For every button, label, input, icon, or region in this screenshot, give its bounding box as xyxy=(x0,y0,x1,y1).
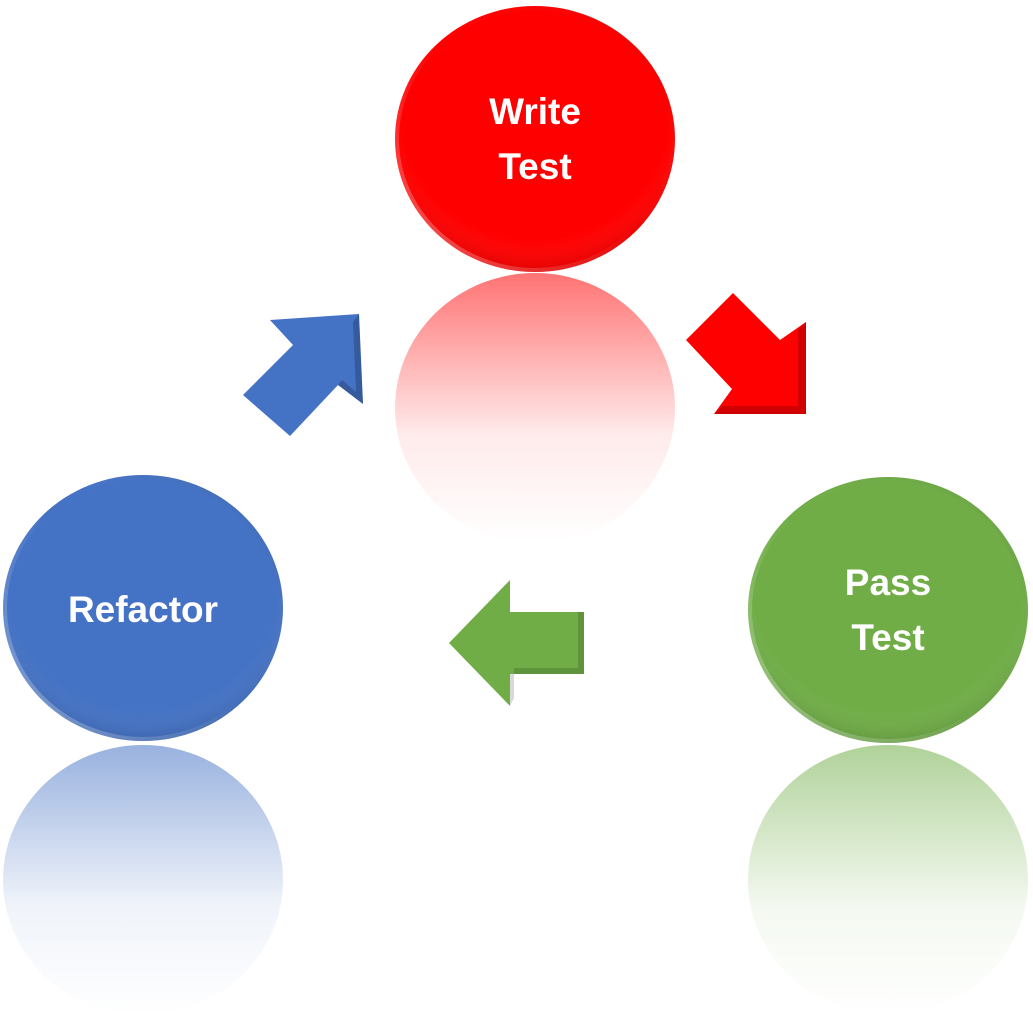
pass-test-label-line1: Pass xyxy=(845,562,931,603)
write-test-label-line1: Write xyxy=(489,91,581,132)
node-pass-test: Pass Test xyxy=(748,477,1028,743)
pass-test-label-line2: Test xyxy=(851,617,924,658)
write-test-label-line2: Test xyxy=(498,146,571,187)
arrow-pass-to-refactor xyxy=(449,580,584,706)
node-refactor: Refactor xyxy=(3,475,283,741)
arrow-write-to-pass xyxy=(686,293,806,414)
node-write-test: Write Test xyxy=(395,6,675,272)
pass-test-reflection xyxy=(748,745,1028,1013)
arrow-refactor-to-write xyxy=(243,314,363,436)
refactor-reflection xyxy=(3,745,283,1013)
refactor-label: Refactor xyxy=(68,589,218,630)
write-test-reflection xyxy=(395,273,675,543)
